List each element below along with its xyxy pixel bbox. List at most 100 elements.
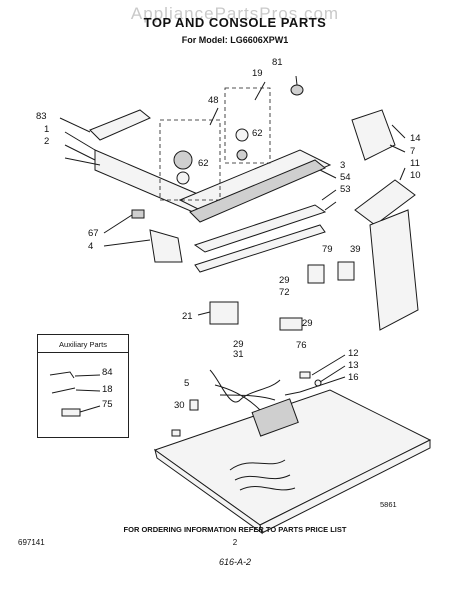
part-5 <box>189 399 199 411</box>
console-trim-strip <box>194 224 326 273</box>
auxiliary-parts-title: Auxiliary Parts <box>59 340 107 349</box>
callout-10: 10 <box>410 170 421 181</box>
leader-line <box>75 389 101 392</box>
callout-12: 12 <box>348 348 359 359</box>
callout-13: 13 <box>348 360 359 371</box>
leader-line <box>319 365 346 383</box>
harness-lower <box>229 459 296 491</box>
figure-code: 5861 <box>380 500 397 509</box>
callout-4: 4 <box>88 241 94 252</box>
callout-21: 21 <box>182 311 193 322</box>
callout-29-upper: 29 <box>279 275 290 286</box>
callout-30: 30 <box>174 400 185 411</box>
callout-29-mid: 29 <box>233 339 244 350</box>
end-cap <box>149 229 183 263</box>
console-rear-panel <box>193 204 327 253</box>
aux-callout-75: 75 <box>102 399 113 410</box>
leader-line <box>319 169 337 179</box>
auxiliary-parts-divider <box>38 352 128 353</box>
aux-callout-84: 84 <box>102 367 113 378</box>
leader-line <box>324 201 337 211</box>
leader-line <box>79 405 101 413</box>
callout-54: 54 <box>340 172 351 183</box>
callout-79: 79 <box>322 244 333 255</box>
leader-line <box>311 354 346 376</box>
transformer-21 <box>209 301 239 325</box>
leader-line <box>209 107 219 126</box>
callout-83: 83 <box>36 111 47 122</box>
callout-67: 67 <box>88 228 99 239</box>
page-number: 2 <box>232 538 238 547</box>
callout-62-lower: 62 <box>198 158 209 169</box>
wire-harness <box>209 369 281 411</box>
callout-39: 39 <box>350 244 361 255</box>
knob-part <box>235 128 249 142</box>
callout-11: 11 <box>410 158 420 169</box>
part-12 <box>299 371 311 379</box>
page-title: TOP AND CONSOLE PARTS <box>143 15 327 30</box>
aux-part-84 <box>49 371 75 379</box>
dryer-top-side-edge <box>259 439 431 534</box>
model-label: For Model: LG6606XPW1 <box>181 35 289 45</box>
callout-16: 16 <box>348 372 359 383</box>
callout-29-right: 29 <box>302 318 313 329</box>
leader-line <box>254 81 266 101</box>
panel-opening <box>251 398 299 437</box>
callout-14: 14 <box>410 133 421 144</box>
callout-5: 5 <box>184 378 190 389</box>
switch-39 <box>337 261 355 281</box>
callout-62-upper: 62 <box>252 128 263 139</box>
leader-line <box>295 75 298 86</box>
callout-81: 81 <box>272 57 283 68</box>
leader-line <box>391 124 406 139</box>
leader-line <box>64 144 96 161</box>
callout-3: 3 <box>340 160 346 171</box>
aux-part-75 <box>61 408 81 417</box>
knob-81 <box>290 84 304 96</box>
callout-7: 7 <box>410 146 416 157</box>
callout-1: 1 <box>44 124 50 135</box>
callout-76: 76 <box>296 340 307 351</box>
component-76 <box>279 317 303 331</box>
aux-callout-18: 18 <box>102 384 113 395</box>
handwritten-note: 616-A-2 <box>218 557 252 567</box>
part-16 <box>284 391 301 396</box>
leader-line <box>103 214 133 234</box>
callout-48: 48 <box>208 95 219 106</box>
leader-line <box>389 144 406 153</box>
timer-group-outline <box>159 119 221 201</box>
leader-line <box>197 311 211 316</box>
leader-line <box>103 239 151 247</box>
lint-screen <box>369 209 419 331</box>
leader-line <box>59 117 91 133</box>
leader-line <box>74 374 101 377</box>
document-number: 697141 <box>18 538 45 547</box>
timer-part <box>176 171 190 185</box>
auxiliary-parts-box: Auxiliary Parts 84 18 75 <box>37 334 129 438</box>
part-30 <box>171 429 181 437</box>
knob-part <box>236 149 248 161</box>
callout-53: 53 <box>340 184 351 195</box>
timer-part <box>173 150 193 170</box>
callout-31: 31 <box>233 349 244 360</box>
aux-part-18 <box>51 387 76 394</box>
lint-screen-cover <box>354 179 416 226</box>
clip <box>131 209 145 219</box>
watermark: AppliancePartsPros.com <box>130 4 340 23</box>
ordering-footer: FOR ORDERING INFORMATION REFER TO PARTS … <box>123 525 347 534</box>
leader-line <box>64 157 101 166</box>
leader-line <box>399 167 406 181</box>
leader-line <box>64 131 96 151</box>
callout-2: 2 <box>44 136 50 147</box>
leader-line <box>321 189 337 201</box>
switch-79 <box>307 264 325 284</box>
leader-line <box>299 376 346 393</box>
callout-19: 19 <box>252 68 263 79</box>
console-control-panel-face <box>189 159 326 223</box>
callout-72: 72 <box>279 287 290 298</box>
knob-group-outline <box>224 87 271 164</box>
hinge-bracket <box>351 109 396 161</box>
console-backsplash-left <box>89 109 151 141</box>
